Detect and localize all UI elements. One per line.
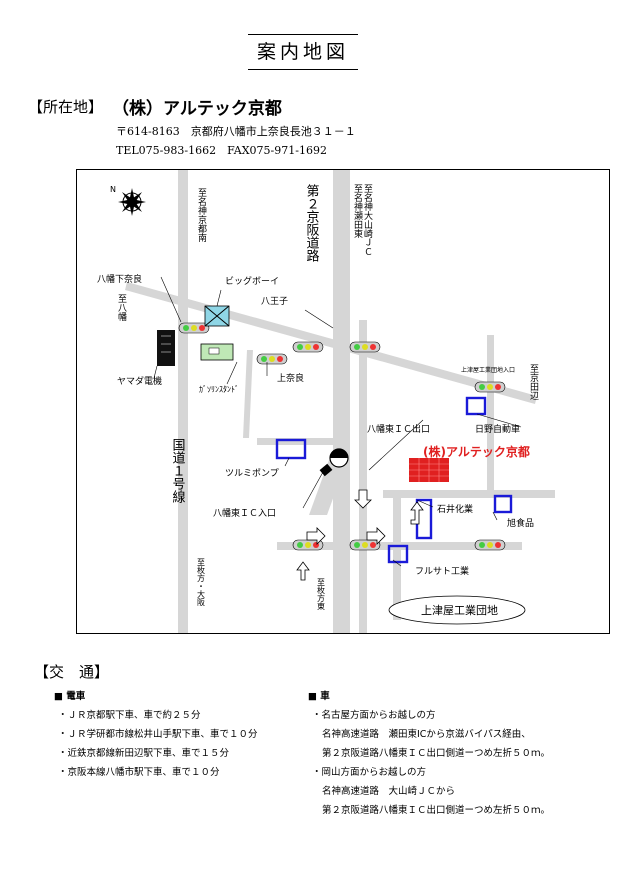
access-title: 【交 通】	[34, 663, 110, 681]
label-to-kyotanabe: 至京田辺	[528, 364, 539, 401]
arrow-icon	[296, 489, 424, 581]
train-item: ・ＪＲ京都駅下車、車で約２５分	[58, 710, 201, 721]
road-route1	[178, 170, 188, 633]
road-branch	[243, 350, 253, 438]
label-yawata-east-exit: 八幡東ＩＣ出口	[367, 423, 430, 435]
company-building-icon	[409, 458, 449, 482]
label-big-boy: ビッグボーイ	[225, 275, 279, 287]
label-route1: 国道１号線	[170, 438, 186, 503]
yamada-denki-icon	[157, 330, 175, 366]
train-item: ・近鉄京都線新田辺駅下車、車で１５分	[58, 748, 230, 759]
label-to-yawata: 至八幡	[116, 294, 127, 322]
ramp-block	[319, 463, 333, 477]
tel-fax: TEL075-983-1662 FAX075-971-1692	[116, 144, 327, 157]
traffic-light	[256, 353, 288, 365]
label-hachiouji: 八王子	[261, 296, 288, 307]
train-heading: ■ 電車	[54, 691, 86, 702]
car-item: 第２京阪道路八幡東ＩＣ出口側道ーつめ左折５０ｍ。	[322, 748, 551, 759]
label-tsurumi: ツルミポンプ	[225, 468, 279, 479]
traffic-light	[349, 341, 381, 353]
svg-text:N: N	[110, 185, 116, 194]
label-yawata-shimonara: 八幡下奈良	[97, 273, 142, 285]
car-item: ・岡山方面からお越しの方	[312, 767, 427, 778]
label-fulsato: フルサト工業	[415, 565, 469, 577]
big-boy-icon	[204, 305, 230, 327]
label-yawata-east-entrance: 八幡東ＩＣ入口	[213, 507, 276, 519]
traffic-light	[178, 322, 210, 334]
label-yamada: ヤマダ電機	[117, 375, 162, 387]
road-side	[359, 320, 367, 633]
traffic-light	[292, 341, 324, 353]
industrial-park-ellipse	[388, 595, 526, 625]
label-to-hirakata-east: 至枚方東	[317, 578, 326, 611]
label-company-map: (株)アルテック京都	[423, 444, 530, 459]
label-gas-station: ｶﾞｿﾘﾝｽﾀﾝﾄﾞ	[199, 385, 239, 394]
tsurumi-box	[275, 438, 307, 460]
car-heading: ■ 車	[308, 691, 330, 702]
label-kozu-sign: 上津屋工業団地入口	[461, 366, 515, 374]
asahi-box	[493, 494, 513, 514]
traffic-light	[349, 539, 381, 551]
company-name: （株）アルテック京都	[112, 99, 282, 119]
label-to-oyamazaki: 至名神大山崎ＪＣ	[362, 184, 373, 256]
label-to-kyoto-south: 至名神京都南	[196, 188, 207, 242]
label-to-seta: 至名神瀬田東	[352, 184, 363, 239]
traffic-light	[292, 539, 324, 551]
car-item: 名神高速道路 大山崎ＪＣから	[322, 786, 456, 797]
car-item: 第２京阪道路八幡東ＩＣ出口側道ーつめ左折５０ｍ。	[322, 805, 551, 816]
compass-icon: N	[110, 185, 146, 216]
train-item: ・京阪本線八幡市駅下車、車で１０分	[58, 767, 220, 778]
hino-box	[465, 396, 487, 416]
road-industrial	[383, 490, 555, 498]
label-keihan-2: 第２京阪道路	[304, 184, 320, 262]
label-ishii: 石井化業	[437, 503, 473, 515]
car-item: ・名古屋方面からお越しの方	[312, 710, 436, 721]
traffic-light	[474, 539, 506, 551]
car-item: 名神高速道路 瀬田東ICから京滋バイパス経由、	[322, 729, 531, 740]
location-label: 【所在地】	[28, 98, 104, 116]
car-section: ■ 車 ・名古屋方面からお越しの方 名神高速道路 瀬田東ICから京滋バイパス経由…	[308, 688, 550, 816]
traffic-light	[474, 381, 506, 393]
label-to-hirakata-osaka: 至枚方・大阪	[197, 558, 206, 607]
train-item: ・ＪＲ学研都市線松井山手駅下車、車で１０分	[58, 729, 258, 740]
label-industrial-park: 上津屋工業団地	[421, 604, 498, 617]
label-hino: 日野自動車	[475, 423, 520, 435]
label-asahi: 旭食品	[507, 517, 534, 529]
road-keihan-2	[333, 170, 350, 633]
page-title: 案内地図	[248, 34, 358, 70]
fulsato-box	[387, 544, 409, 564]
interchange-icon	[329, 448, 349, 468]
access-map: N	[76, 169, 610, 634]
postal-address: 〒614-8163 京都府八幡市上奈良長池３１－１	[116, 125, 356, 138]
label-kaminara: 上奈良	[277, 372, 304, 384]
gas-station-icon	[200, 343, 234, 361]
train-section: ■ 電車 ・ＪＲ京都駅下車、車で約２５分 ・ＪＲ学研都市線松井山手駅下車、車で１…	[54, 688, 258, 778]
